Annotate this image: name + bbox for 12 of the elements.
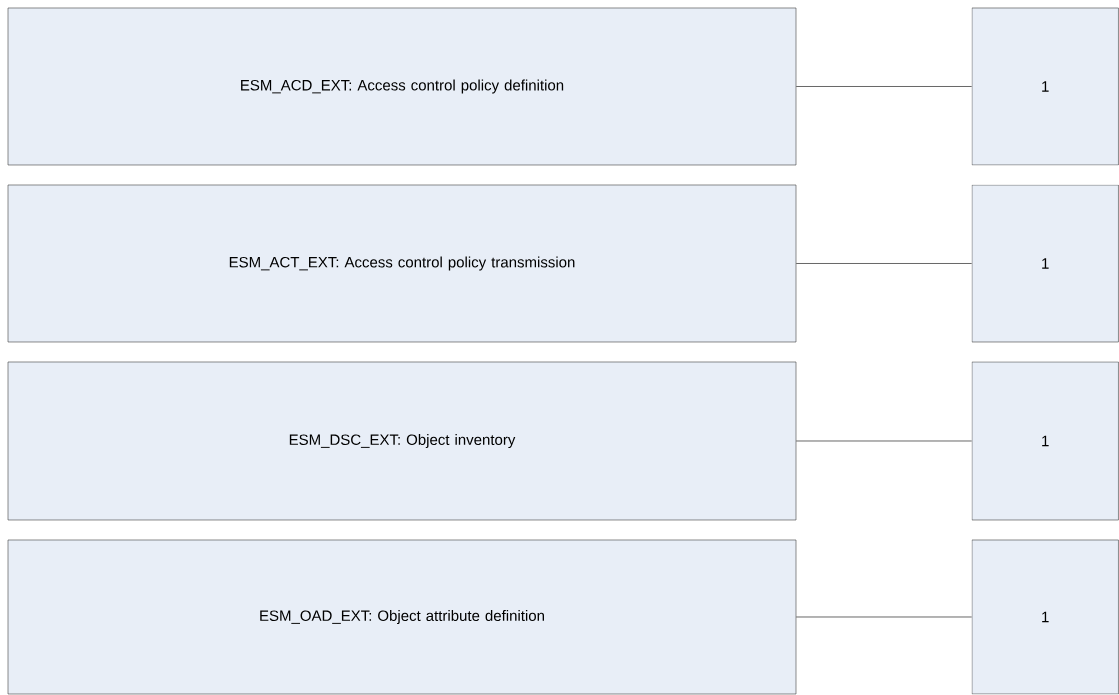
count-box: 1	[971, 184, 1119, 343]
connector-line	[796, 616, 972, 618]
process-box: ESM_OAD_EXT: Object attribute definition	[7, 539, 797, 695]
count-box: 1	[971, 7, 1119, 166]
connector-line	[796, 263, 972, 264]
process-box: ESM_DSC_EXT: Object inventory	[7, 361, 797, 521]
count-box: 1	[971, 361, 1119, 521]
process-box: ESM_ACD_EXT: Access control policy definition	[7, 7, 797, 166]
process-box: ESM_ACT_EXT: Access control policy transmission	[7, 184, 797, 343]
count-box: 1	[971, 539, 1119, 695]
connector-line	[796, 86, 972, 87]
connector-line	[796, 440, 972, 442]
